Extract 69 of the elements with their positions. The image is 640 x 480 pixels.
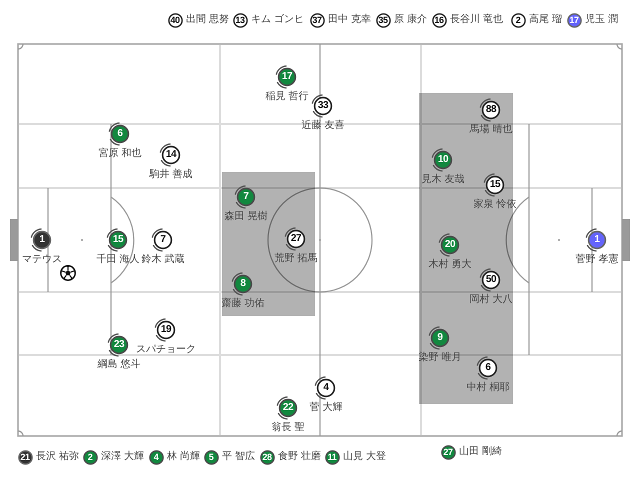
player-name: 田中 克幸 (328, 14, 372, 26)
player-marker: 2 (82, 450, 98, 464)
player-marker: 7 (151, 228, 175, 252)
player-name: 平 智広 (222, 451, 256, 463)
player-marker: 4 (148, 450, 164, 464)
player-marker: 10 (431, 148, 455, 172)
player-marker: 4 (314, 376, 338, 400)
player-name: スパチョーク (136, 344, 196, 356)
player-marker: 6 (108, 122, 132, 146)
player-marker: 21 (18, 450, 32, 464)
player-marker: 11 (324, 450, 340, 464)
player-name: 見木 友哉 (421, 174, 465, 186)
player-name: 児玉 潤 (585, 14, 618, 26)
player-name: 深澤 大輝 (101, 451, 144, 463)
player-name: 菅野 孝憲 (575, 254, 619, 266)
player-marker: 16 (432, 12, 446, 28)
player-marker: 6 (476, 356, 500, 380)
player-name: 鈴木 武蔵 (141, 254, 185, 266)
player-name: 翁長 聖 (271, 422, 305, 434)
player-marker: 7 (234, 185, 258, 209)
player-name: 林 尚輝 (167, 451, 200, 463)
player-name: 山田 剛綺 (459, 446, 502, 458)
player-marker: 9 (428, 326, 452, 350)
player-name: 岡村 大八 (469, 294, 513, 306)
player-marker: 22 (276, 396, 300, 420)
player-marker: 28 (260, 450, 274, 464)
player-name: 染野 唯月 (418, 352, 462, 364)
player-name: 原 康介 (394, 14, 428, 26)
player-marker: 40 (168, 12, 182, 28)
player-marker: 1 (30, 228, 54, 252)
player-name: 中村 桐耶 (466, 382, 510, 394)
player-name: 馬場 晴也 (469, 124, 513, 136)
player-marker: 27 (440, 444, 456, 460)
player-marker: 17 (275, 65, 299, 89)
player-marker: 1 (585, 228, 609, 252)
player-name: 木村 勇大 (428, 259, 472, 271)
player-name: マテウス (22, 254, 62, 266)
player-name: 山見 大登 (343, 451, 386, 463)
player-marker: 15 (483, 173, 507, 197)
player-name: 長谷川 竜也 (450, 14, 504, 26)
player-name: 駒井 善成 (149, 169, 193, 181)
player-marker: 17 (566, 12, 582, 28)
player-marker: 33 (311, 94, 335, 118)
player-marker: 14 (159, 143, 183, 167)
player-name: 菅 大輝 (309, 402, 343, 414)
player-name: 稲見 哲行 (265, 91, 309, 103)
player-name: 高尾 瑠 (529, 14, 562, 26)
player-marker: 2 (510, 12, 526, 28)
player-name: 長沢 祐弥 (36, 451, 80, 463)
player-marker: 50 (479, 268, 503, 292)
player-marker: 27 (284, 227, 308, 251)
player-name: 出間 思努 (186, 14, 230, 26)
player-name: 食野 壮磨 (278, 451, 322, 463)
player-name: キム ゴンヒ (251, 14, 304, 26)
player-marker: 20 (438, 233, 462, 257)
player-marker: 35 (376, 12, 390, 28)
player-marker: 8 (231, 272, 255, 296)
player-marker: 37 (310, 12, 324, 28)
player-marker: 15 (106, 228, 130, 252)
player-marker: 5 (204, 450, 218, 464)
player-marker: 19 (154, 318, 178, 342)
player-name: 近藤 友喜 (301, 120, 345, 132)
player-marker: 88 (479, 98, 503, 122)
player-name: 千田 海人 (96, 254, 140, 266)
player-name: 森田 晃樹 (224, 211, 268, 223)
player-name: 綱島 悠斗 (97, 359, 141, 371)
player-name: 宮原 和也 (98, 148, 142, 160)
player-marker: 13 (232, 12, 248, 28)
player-marker: 23 (107, 333, 131, 357)
